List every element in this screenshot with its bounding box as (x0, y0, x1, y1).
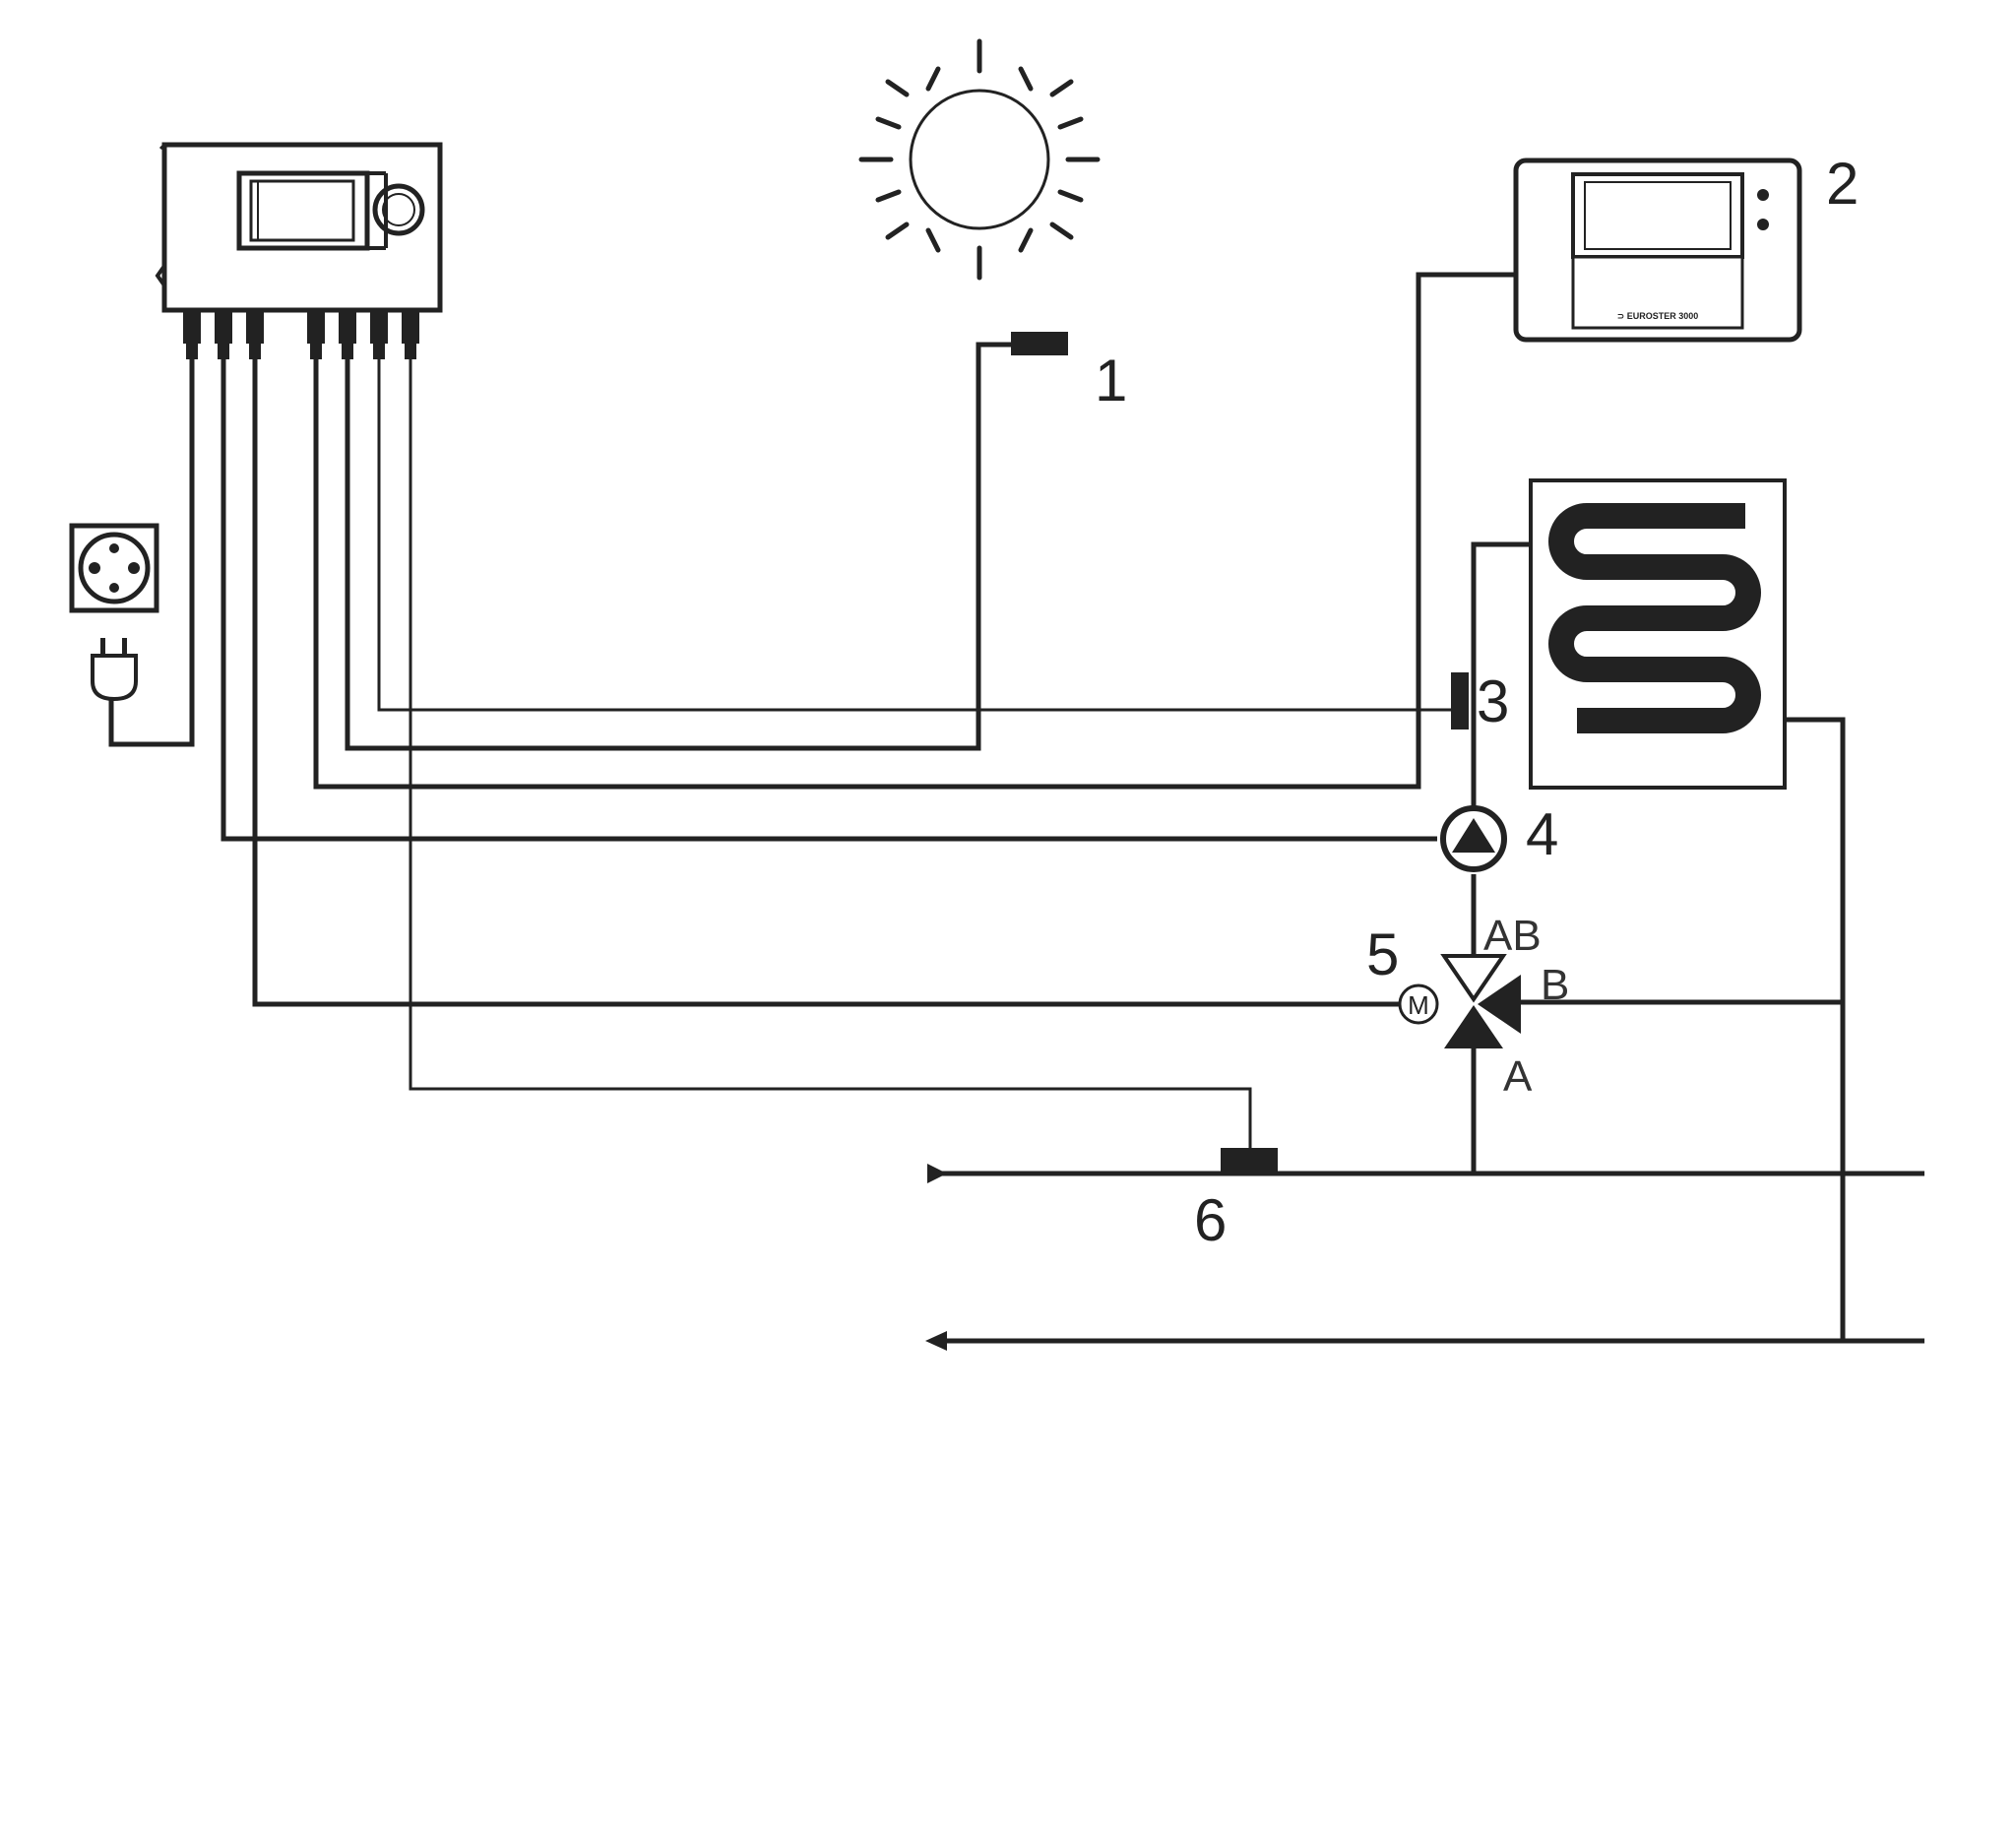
valve-motor-icon: M (1398, 983, 1439, 1025)
controller-wires (108, 272, 1516, 1150)
valve-port-a: A (1503, 1052, 1533, 1101)
flow-sensor (1451, 672, 1469, 730)
label-return-sensor: 6 (1194, 1187, 1227, 1253)
supply-arrow-icon (927, 1164, 947, 1183)
svg-text:M: M (1408, 990, 1429, 1020)
room-unit-button-icon (1757, 219, 1769, 230)
sun-icon (858, 38, 1101, 281)
return-arrow-icon (925, 1331, 947, 1351)
floor-heating-loop (1529, 478, 1787, 790)
wall-socket-icon (69, 523, 159, 613)
label-pump: 4 (1526, 801, 1558, 867)
hydraulic-pipes (925, 541, 1924, 1351)
room-unit-display (1571, 172, 1744, 259)
label-room-unit: 2 (1826, 151, 1858, 217)
label-outdoor-sensor: 1 (1095, 348, 1127, 413)
room-unit-button-icon (1757, 189, 1769, 201)
room-unit: ⊃ EUROSTER 3000 (1513, 158, 1802, 343)
valve-port-ab: AB (1483, 912, 1542, 960)
controller-terminals (183, 310, 419, 359)
mixing-valve-icon (1440, 954, 1521, 1048)
label-mixing-valve: 5 (1366, 921, 1399, 987)
outdoor-sensor (1011, 332, 1068, 355)
controller-unit (155, 142, 443, 313)
return-sensor (1221, 1148, 1278, 1174)
controller-display (236, 170, 370, 251)
valve-port-b: B (1541, 961, 1569, 1009)
room-unit-brand: ⊃ EUROSTER 3000 (1617, 311, 1699, 321)
label-flow-sensor: 3 (1477, 668, 1509, 734)
pump-icon (1440, 805, 1507, 872)
power-plug-icon (91, 638, 138, 702)
